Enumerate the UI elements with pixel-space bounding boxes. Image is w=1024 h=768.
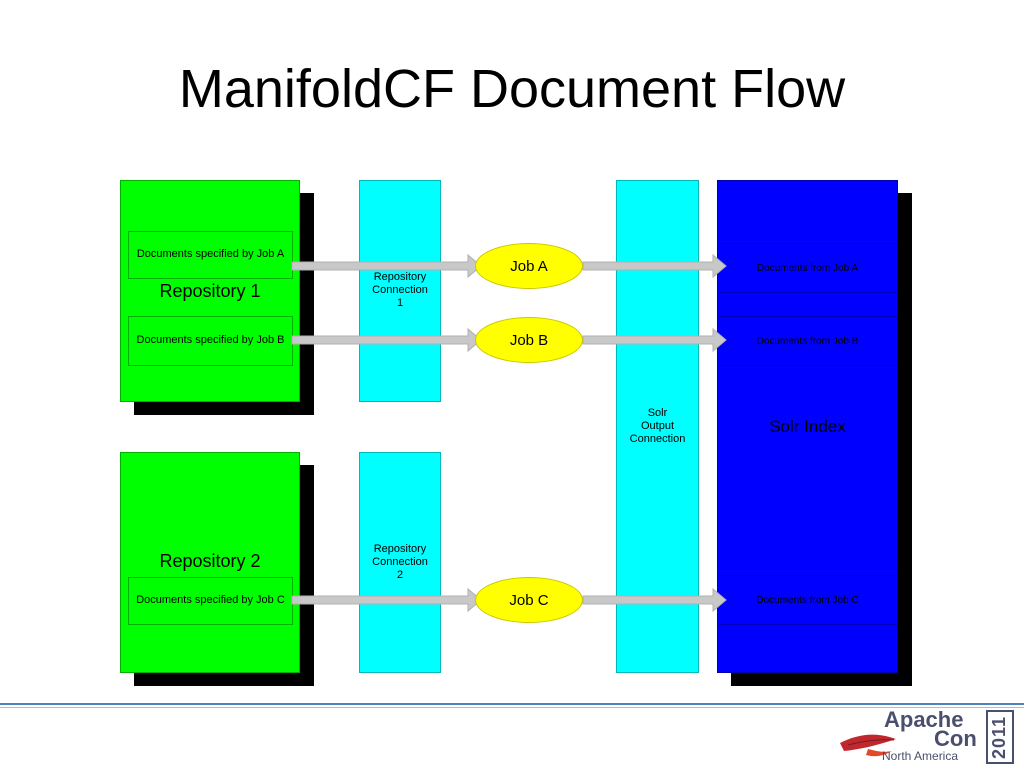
- logo-year-box: 2011: [986, 710, 1014, 764]
- repository-2-doc-job-c: Documents specified by Job C: [128, 577, 293, 625]
- feather-icon: [840, 734, 896, 757]
- repository-2-box: Repository 2 Documents specified by Job …: [120, 452, 300, 673]
- job-c: Job C: [475, 577, 583, 623]
- footer-line-thin: [0, 707, 1024, 708]
- logo-word-con: Con: [934, 726, 977, 751]
- job-a: Job A: [475, 243, 583, 289]
- solr-doc-job-c: Documents from Job C: [718, 575, 897, 625]
- repository-connection-1-label: Repository Connection 1: [372, 271, 428, 310]
- solr-index-label: Solr Index: [769, 417, 846, 436]
- logo-north-america: North America: [882, 749, 959, 763]
- repository-1-box: Documents specified by Job A Repository …: [120, 180, 300, 402]
- solr-output-connection: Solr Output Connection: [616, 180, 699, 673]
- job-b: Job B: [475, 317, 583, 363]
- logo-year: 2011: [989, 715, 1010, 759]
- repository-connection-2-label: Repository Connection 2: [372, 543, 428, 582]
- apachecon-logo: Apache Con North America 2011: [838, 707, 1020, 767]
- logo-word-apache: Apache: [884, 707, 964, 732]
- repository-1-label: Repository 1: [159, 281, 261, 301]
- repository-1-doc-job-a: Documents specified by Job A: [128, 231, 293, 279]
- solr-output-connection-label: Solr Output Connection: [629, 407, 686, 446]
- repository-connection-2: Repository Connection 2: [359, 452, 441, 673]
- solr-doc-job-a: Documents from Job A: [718, 243, 897, 293]
- footer-line: [0, 703, 1024, 705]
- page-title: ManifoldCF Document Flow: [178, 59, 846, 119]
- solr-doc-job-b: Documents from Job B: [718, 316, 897, 366]
- repository-1-doc-job-b: Documents specified by Job B: [128, 316, 293, 366]
- solr-index-box: Documents from Job A Documents from Job …: [717, 180, 898, 673]
- repository-connection-1: Repository Connection 1: [359, 180, 441, 402]
- repository-2-label: Repository 2: [159, 551, 261, 571]
